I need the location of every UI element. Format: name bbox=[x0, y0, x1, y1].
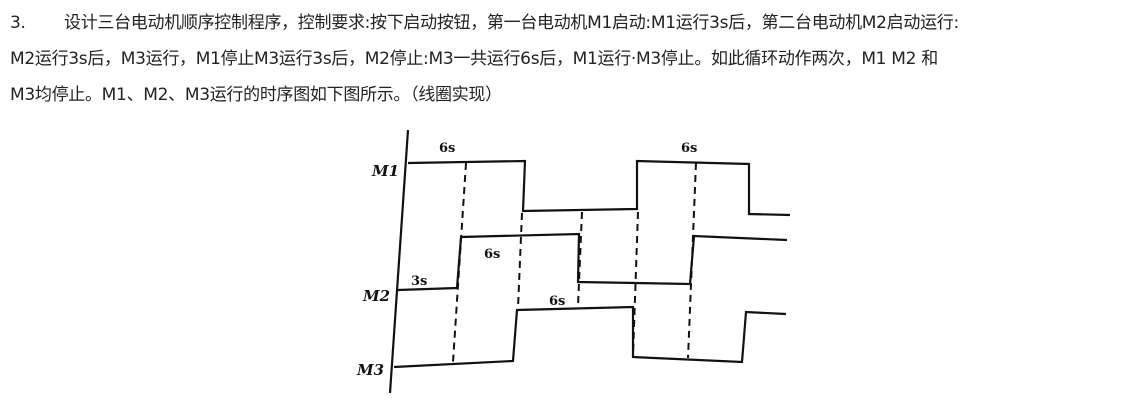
dashed-marker bbox=[577, 211, 583, 307]
question-text-1: 设计三台电动机顺序控制程序，控制要求:按下启动按钮，第一台电动机M1启动:M1运… bbox=[64, 13, 959, 33]
duration-label: 6s bbox=[549, 294, 565, 309]
m2-waveform bbox=[397, 232, 788, 292]
question-number: 3. bbox=[10, 13, 26, 33]
time-axis bbox=[388, 129, 410, 394]
question-line-1: 3. 设计三台电动机顺序控制程序，控制要求:按下启动按钮，第一台电动机M1启动:M… bbox=[10, 8, 959, 33]
dashed-marker bbox=[632, 211, 639, 357]
dashed-marker bbox=[517, 212, 523, 309]
duration-label: 3s bbox=[411, 274, 427, 289]
duration-label: 6s bbox=[439, 141, 455, 156]
dashed-marker bbox=[452, 162, 467, 363]
duration-label: 6s bbox=[484, 247, 500, 262]
question-line-2: M2运行3s后，M3运行，M1停止M3运行3s后，M2停止:M3一共运行6s后，… bbox=[10, 49, 938, 69]
signal-label-m2: M2 bbox=[362, 287, 390, 305]
dashed-marker bbox=[687, 162, 697, 359]
m1-waveform bbox=[407, 159, 791, 217]
duration-label: 6s bbox=[681, 141, 697, 156]
signal-label-m1: M1 bbox=[371, 162, 399, 180]
signal-label-m3: M3 bbox=[356, 361, 384, 379]
question-line-3: M3均停止。M1、M2、M3运行的时序图如下图所示。（线圈实现） bbox=[10, 85, 502, 105]
